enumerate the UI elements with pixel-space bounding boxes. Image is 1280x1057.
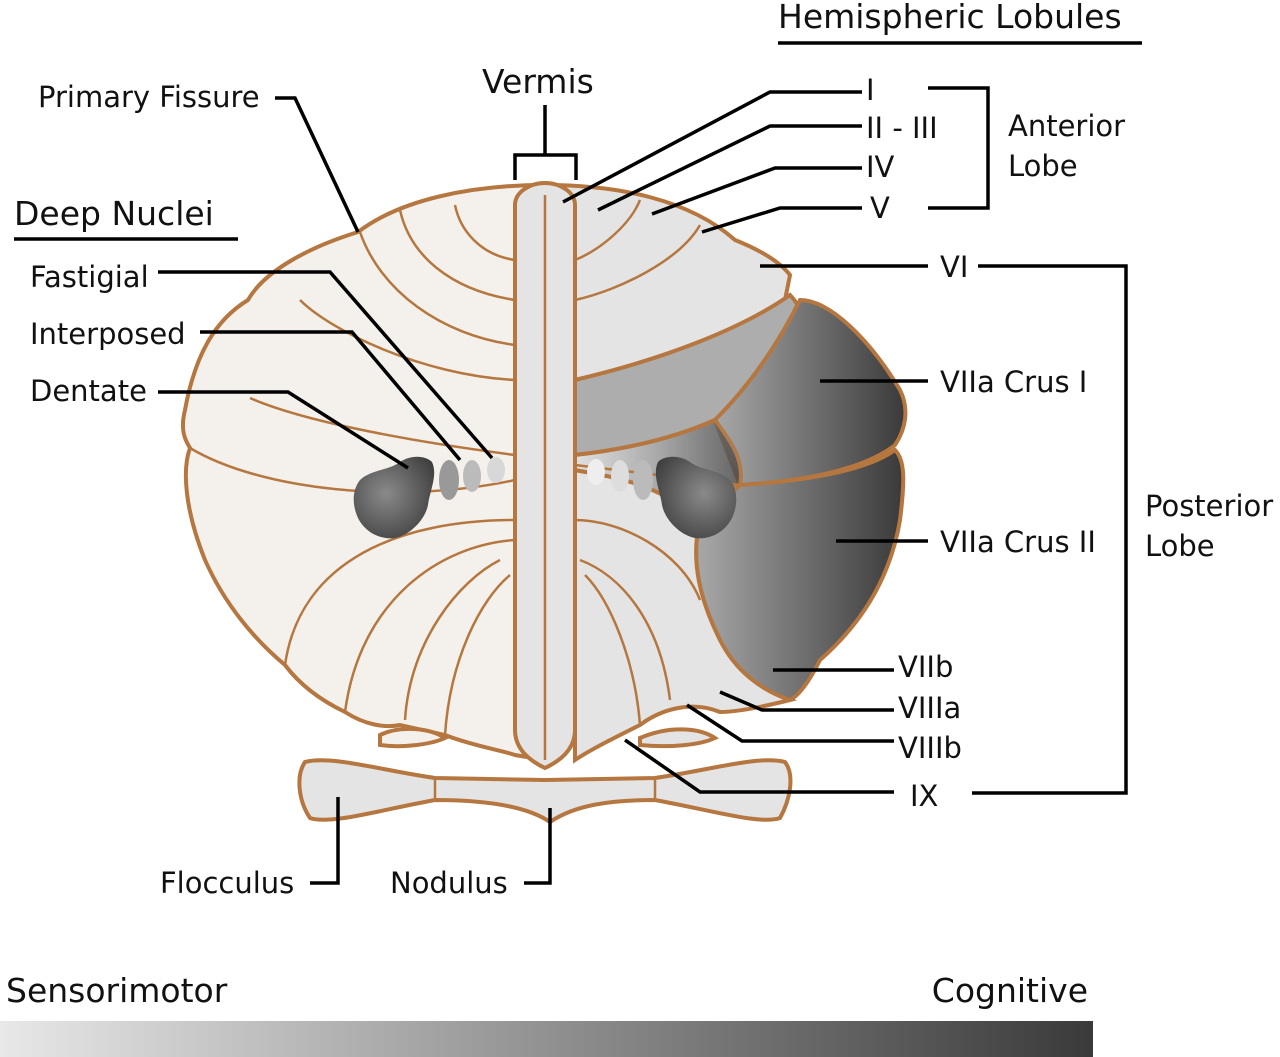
hemispheric-lobules-header: Hemispheric Lobules: [778, 0, 1122, 36]
fastigial-left: [487, 457, 505, 483]
flocculonodular-lobe: [297, 758, 793, 825]
anterior-lobe-bracket: [928, 86, 990, 210]
crus-i: [712, 297, 908, 488]
sensorimotor-cognitive-gradient-bar: [0, 1021, 1093, 1057]
interposed-left-2: [463, 460, 481, 492]
interposed-label: Interposed: [30, 317, 186, 351]
dentate-label: Dentate: [30, 374, 147, 408]
dentate-right: [655, 456, 737, 539]
primary-fissure-label: Primary Fissure: [38, 80, 260, 114]
deep-nuclei-header: Deep Nuclei: [14, 194, 214, 233]
posterior-lobe-bracket: [972, 264, 1128, 795]
lobule-iv-label: IV: [866, 150, 895, 184]
crus-ii-label: VIIa Crus II: [940, 525, 1096, 559]
lobule-i-label: I: [866, 73, 875, 107]
crus-i-label: VIIa Crus I: [940, 365, 1087, 399]
sensorimotor-label: Sensorimotor: [6, 971, 228, 1010]
viib-label: VIIb: [898, 650, 953, 684]
fastigial-label: Fastigial: [30, 260, 149, 294]
posterior-lobe-label-2: Lobe: [1145, 529, 1215, 563]
tonsil-left: [378, 726, 450, 749]
viiia-label: VIIIa: [898, 691, 961, 725]
fastigial-right: [587, 459, 605, 485]
interposed-left-1: [439, 460, 459, 500]
lobule-ii-iii-label: II - III: [866, 111, 938, 145]
viiib-label: VIIIb: [898, 731, 962, 765]
lobule-v-label: V: [870, 191, 890, 225]
dentate-left: [353, 456, 435, 539]
nodulus-label: Nodulus: [390, 866, 508, 900]
vermis-header: Vermis: [482, 62, 594, 101]
interposed-right-1: [611, 460, 629, 492]
flocculus-label: Flocculus: [160, 866, 294, 900]
anterior-lobe-label-1: Anterior: [1008, 109, 1125, 143]
anterior-lobe-label-2: Lobe: [1008, 149, 1078, 183]
vermis-bracket: [513, 105, 578, 180]
lobule-vi-label: VI: [940, 250, 968, 284]
deep-nuclei-right: [587, 456, 737, 539]
cerebellum-body: [180, 180, 908, 771]
posterior-lobe-label-1: Posterior: [1145, 489, 1273, 523]
cognitive-label: Cognitive: [932, 971, 1088, 1010]
interposed-right-2: [633, 460, 653, 500]
ix-label: IX: [910, 779, 938, 813]
deep-nuclei-left: [353, 456, 505, 539]
tonsil-right: [638, 727, 720, 749]
